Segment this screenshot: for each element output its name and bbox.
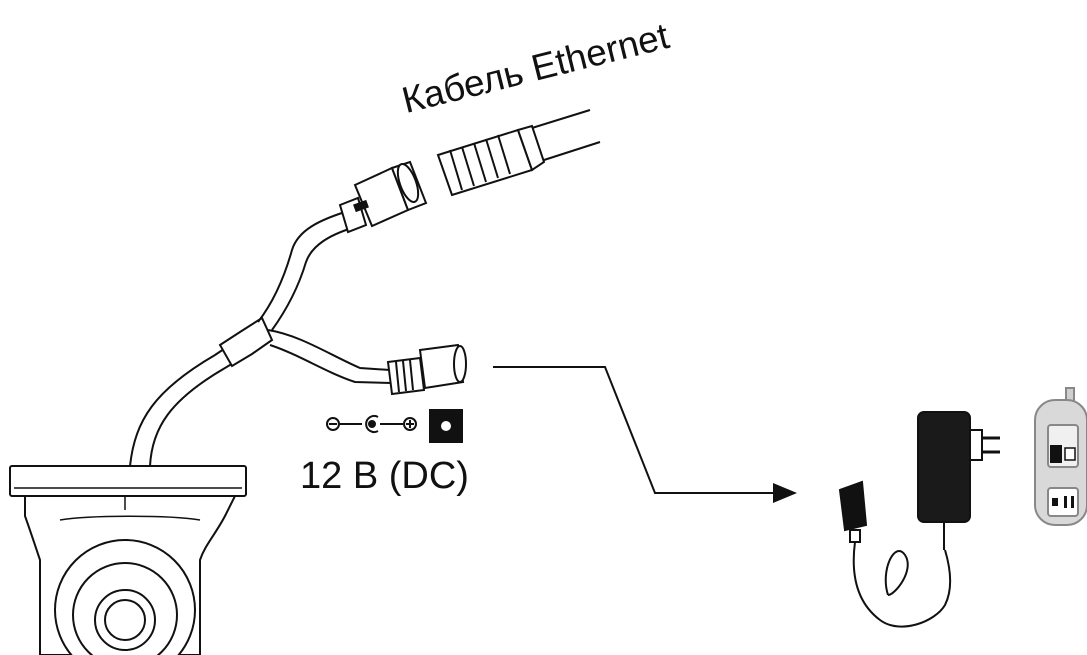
camera-cable [129, 211, 393, 467]
dc-jack-icon [386, 343, 467, 396]
dc-polarity-icon [326, 409, 463, 443]
wall-outlet-icon [1034, 387, 1087, 526]
connection-arrow [493, 366, 797, 503]
ethernet-plug [436, 109, 601, 197]
power-spec-label: 12 В (DC) [300, 455, 469, 497]
power-adapter-icon [838, 411, 1000, 628]
rj45-connector-icon [338, 160, 428, 234]
dome-camera-icon [9, 465, 247, 655]
